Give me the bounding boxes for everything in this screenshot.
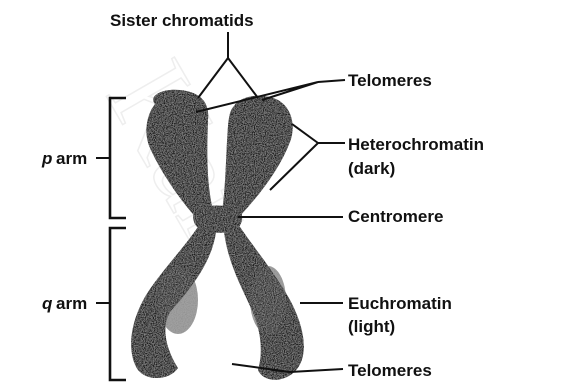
telomeres-top-label: Telomeres	[348, 71, 432, 90]
q-arm-bracket	[110, 228, 126, 380]
sister-chromatids-label: Sister chromatids	[110, 11, 254, 30]
heterochromatin-note: (dark)	[348, 159, 395, 178]
centromere-label: Centromere	[348, 207, 443, 226]
heterochromatin-label: Heterochromatin	[348, 135, 484, 154]
telomeres-bottom-label: Telomeres	[348, 361, 432, 380]
q-arm-word: arm	[56, 294, 87, 313]
p-arm-word: arm	[56, 149, 87, 168]
euchromatin-region-right	[250, 266, 286, 334]
p-arm-letter: p	[41, 149, 52, 168]
q-arm-letter: q	[42, 294, 53, 313]
euchromatin-region-left	[158, 266, 198, 334]
euchromatin-note: (light)	[348, 317, 395, 336]
euchromatin-label: Euchromatin	[348, 294, 452, 313]
